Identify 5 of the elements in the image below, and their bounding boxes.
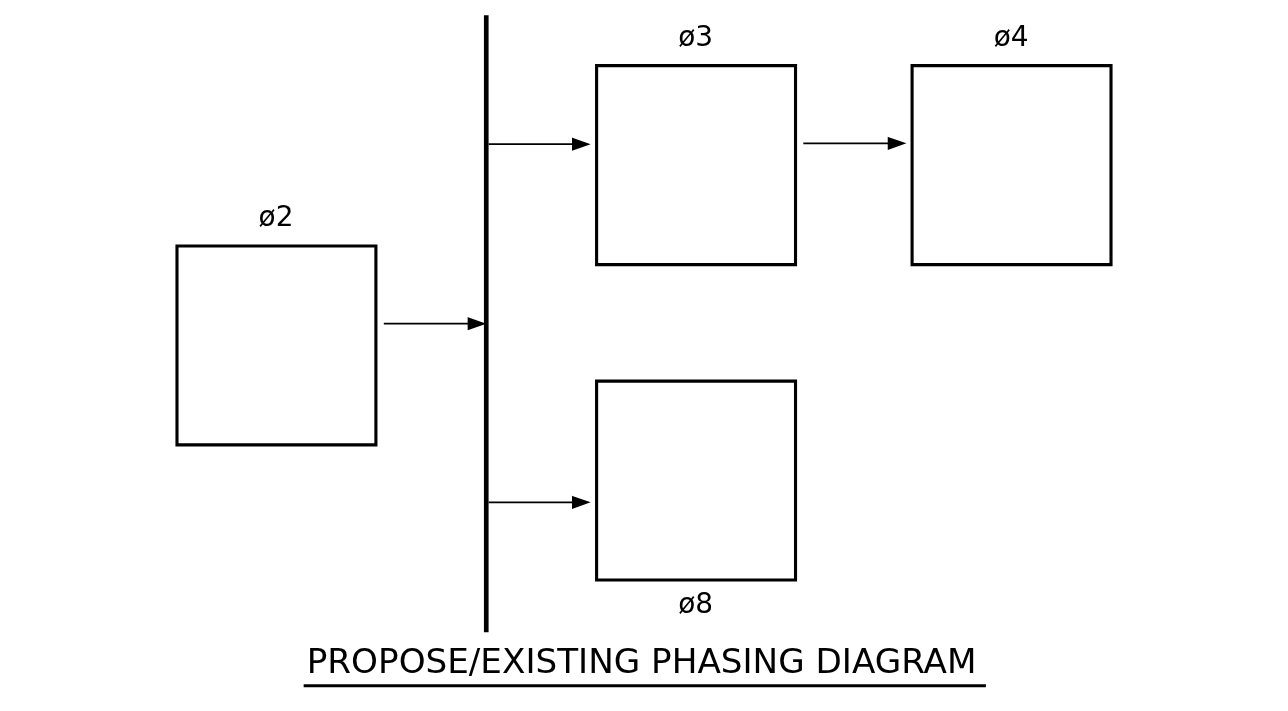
node-label: ø2 xyxy=(258,200,294,234)
node-label: ø4 xyxy=(993,20,1029,54)
diagram-title: PROPOSE/EXISTING PHASING DIAGRAM xyxy=(306,640,977,681)
node-label: ø3 xyxy=(678,20,714,54)
node-label: ø8 xyxy=(678,587,714,621)
